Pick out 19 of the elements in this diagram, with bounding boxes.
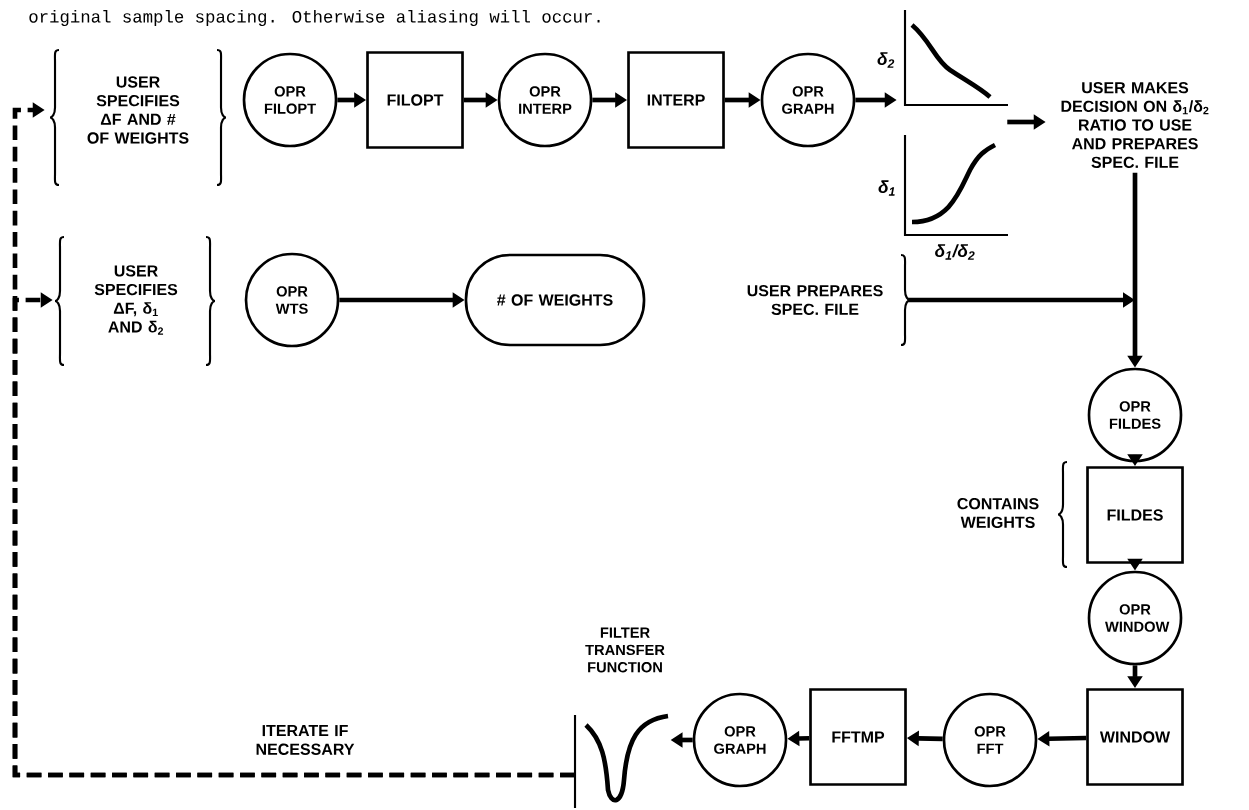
file-box: FILOPT	[366, 51, 464, 149]
beside-text: CONTAINS WEIGHTS	[957, 498, 1039, 528]
axis-label: δ$_{1}$	[878, 180, 895, 196]
graph-drawing	[903, 10, 1008, 237]
note-text: USER SPECIFIES ΔF AND # OF WEIGHTS	[87, 76, 189, 144]
file-box: FILDES	[1086, 466, 1184, 564]
note-text: USER PREPARES SPEC. FILE	[747, 285, 883, 315]
page-text: original sample spacing. Otherwise aliasing will occur.	[29, 9, 600, 27]
axis-label: δ$_{1}$/δ$_{2}$	[935, 244, 975, 260]
filter-plot-drawing: FILTER TRANSFER FUNCTION	[573, 627, 669, 808]
file-box: WINDOW	[1086, 688, 1184, 786]
file-box: INTERP	[627, 51, 725, 149]
file-box: FFTMP	[809, 688, 907, 786]
note-text: USER MAKES DECISION ON δ$_{1}$/δ$_{2}$ RATIO TO USE AND PREPARES SPEC. FILE	[1061, 82, 1209, 168]
axis-label: δ$_{2}$	[877, 52, 895, 68]
dashed-arrow	[12, 292, 575, 778]
note-text: USER SPECIFIES ΔF, δ$_{1}$ AND δ$_{2}$	[94, 265, 178, 335]
edge-label: ITERATE IF NECESSARY	[256, 725, 355, 755]
result-box: # OF WEIGHTS	[464, 253, 646, 347]
